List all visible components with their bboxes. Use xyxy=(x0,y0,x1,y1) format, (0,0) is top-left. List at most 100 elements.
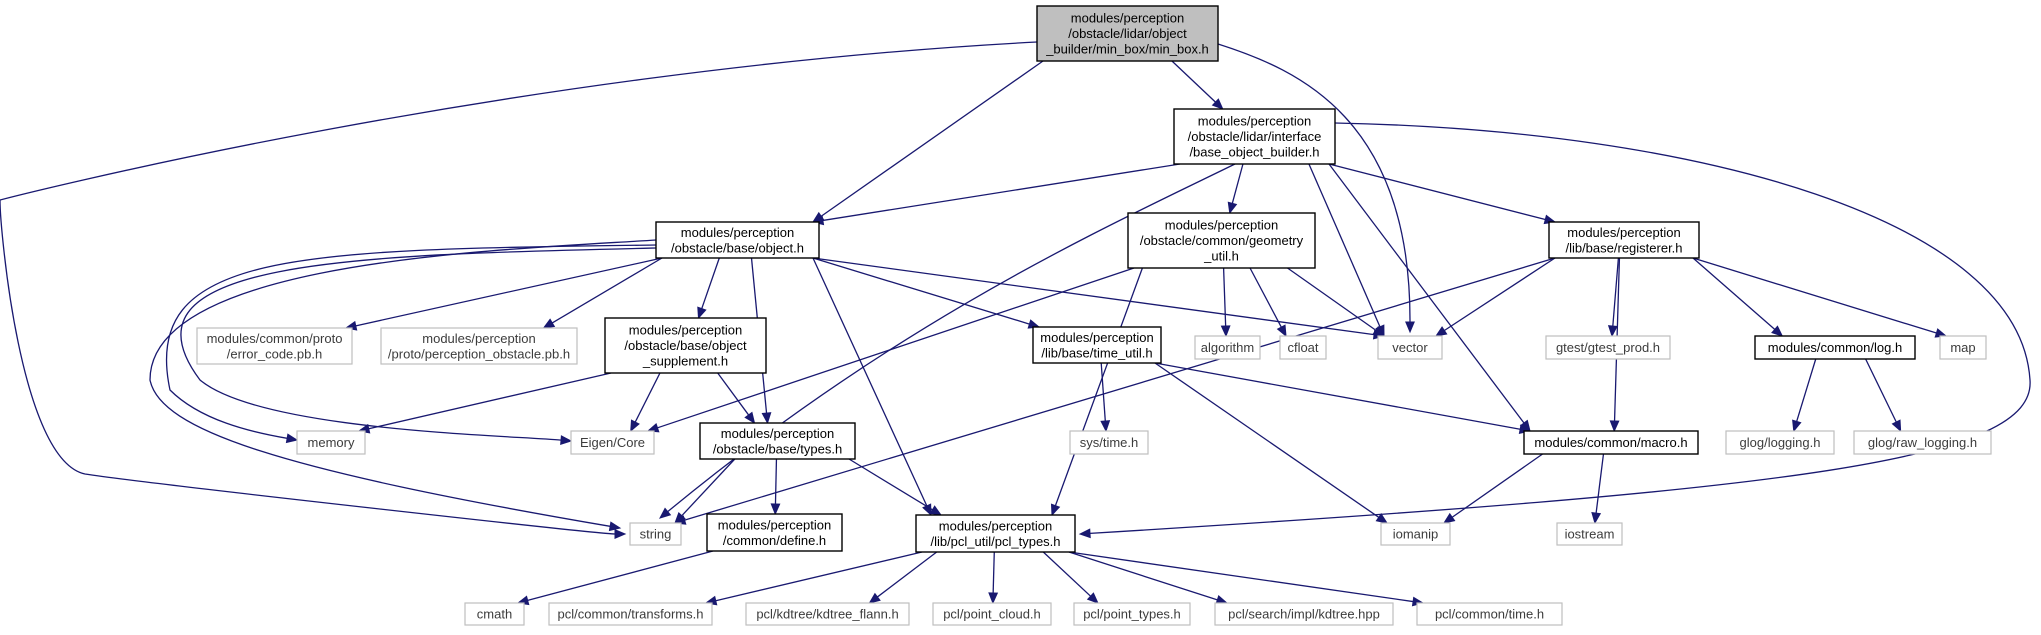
node-min-box[interactable]: modules/perception/obstacle/lidar/object… xyxy=(1036,5,1219,62)
arrowhead-registerer-to-log xyxy=(1771,325,1784,337)
node-object[interactable]: modules/perception/obstacle/base/object.… xyxy=(655,221,820,259)
arrowhead-registerer-to-vector xyxy=(1434,326,1448,337)
arrowhead-types-to-pcl_types xyxy=(929,505,943,516)
arrowhead-min_box-to-string xyxy=(614,529,627,539)
node-glog-raw-logging: glog/raw_logging.h xyxy=(1853,430,1992,455)
arrowhead-registerer-to-gtest_prod xyxy=(1607,325,1618,338)
node-label-line: modules/common/proto xyxy=(207,331,343,346)
edge-registerer-to-vector xyxy=(1444,257,1556,332)
node-object-supplement[interactable]: modules/perception/obstacle/base/object_… xyxy=(604,317,767,374)
node-label-line: Eigen/Core xyxy=(580,435,645,450)
arrowhead-geometry_util-to-pcl_types xyxy=(1050,503,1061,517)
node-log[interactable]: modules/common/log.h xyxy=(1754,335,1916,360)
arrowhead-base_object_builder-to-pcl_types xyxy=(1078,528,1091,539)
node-label-line: iostream xyxy=(1565,527,1615,542)
node-label-line: iomanip xyxy=(1393,527,1439,542)
node-label-line: modules/perception xyxy=(939,518,1052,533)
edge-object-to-perception_obstacle xyxy=(551,257,663,324)
edge-object_supplement-to-eigen_core xyxy=(634,372,661,423)
node-label-line: cmath xyxy=(477,607,512,622)
node-kdtree-hpp: pcl/search/impl/kdtree.hpp xyxy=(1214,602,1394,626)
node-label-line: /obstacle/lidar/interface xyxy=(1188,129,1322,144)
arrowhead-macro-to-iostream xyxy=(1591,511,1602,525)
node-label-line: _supplement.h xyxy=(642,354,728,369)
node-box xyxy=(548,602,713,626)
node-define[interactable]: modules/perception/common/define.h xyxy=(706,513,843,552)
node-pcl-types[interactable]: modules/perception/lib/pcl_util/pcl_type… xyxy=(915,514,1076,553)
node-label-line: /obstacle/base/object xyxy=(624,338,747,353)
node-point-types: pcl/point_types.h xyxy=(1073,602,1191,626)
node-label-line: cfloat xyxy=(1287,340,1318,355)
node-string: string xyxy=(629,522,682,546)
arrowhead-object-to-types xyxy=(761,412,772,425)
edge-base_object_builder-to-registerer xyxy=(1328,163,1546,221)
edge-base_object_builder-to-macro xyxy=(1328,163,1525,424)
arrowhead-min_box-to-vector xyxy=(1405,321,1415,334)
node-base-object-builder[interactable]: modules/perception/obstacle/lidar/interf… xyxy=(1173,108,1336,165)
node-point-cloud: pcl/point_cloud.h xyxy=(932,602,1052,626)
node-label-line: pcl/search/impl/kdtree.hpp xyxy=(1228,607,1380,622)
node-registerer[interactable]: modules/perception/lib/base/registerer.h xyxy=(1548,221,1700,259)
edge-geometry_util-to-algorithm xyxy=(1222,267,1227,327)
arrowhead-pcl_types-to-point_types xyxy=(1086,592,1099,604)
node-box xyxy=(1548,221,1700,259)
node-box xyxy=(745,602,910,626)
node-label-line: algorithm xyxy=(1201,340,1254,355)
node-label-line: map xyxy=(1950,340,1975,355)
node-macro[interactable]: modules/common/macro.h xyxy=(1523,430,1699,455)
arrowhead-log-to-glog_logging xyxy=(1792,419,1802,433)
node-label-line: glog/logging.h xyxy=(1740,435,1821,450)
edge-geometry_util-to-eigen_core xyxy=(657,267,1135,429)
arrowhead-min_box-to-base_object_builder xyxy=(1211,98,1224,110)
edge-layer xyxy=(0,41,2031,607)
edge-min_box-to-base_object_builder xyxy=(1171,60,1216,103)
node-box xyxy=(932,602,1052,626)
node-box xyxy=(706,513,843,552)
node-label-line: string xyxy=(640,527,672,542)
node-box xyxy=(1725,430,1835,455)
node-label-line: /obstacle/base/object.h xyxy=(671,240,804,255)
node-box xyxy=(1939,335,1987,360)
node-label-line: _util.h xyxy=(1203,249,1239,264)
node-cmath: cmath xyxy=(464,602,525,626)
arrowhead-object_supplement-to-types xyxy=(744,411,756,425)
node-box xyxy=(1069,430,1149,455)
node-label-line: pcl/kdtree/kdtree_flann.h xyxy=(756,607,898,622)
node-algorithm: algorithm xyxy=(1194,335,1261,360)
node-label-line: pcl/point_types.h xyxy=(1083,607,1181,622)
edge-object_supplement-to-memory xyxy=(368,372,612,430)
arrowhead-pcl_types-to-kdtree_flann xyxy=(868,592,881,604)
edge-min_box-to-vector xyxy=(1217,43,1411,325)
node-box xyxy=(604,317,767,374)
node-glog-logging: glog/logging.h xyxy=(1725,430,1835,455)
arrowhead-geometry_util-to-vector xyxy=(1372,325,1386,337)
node-label-line: modules/perception xyxy=(721,426,834,441)
edge-registerer-to-log xyxy=(1692,257,1776,330)
node-geometry-util[interactable]: modules/perception/obstacle/common/geome… xyxy=(1127,212,1316,269)
node-cfloat: cfloat xyxy=(1279,335,1327,360)
node-box xyxy=(296,430,366,455)
node-time-util[interactable]: modules/perception/lib/base/time_util.h xyxy=(1032,326,1162,364)
node-memory: memory xyxy=(296,430,366,455)
node-box xyxy=(1523,430,1699,455)
node-box xyxy=(1173,108,1336,165)
node-box xyxy=(380,327,578,365)
node-box xyxy=(915,514,1076,553)
edge-time_util-to-macro xyxy=(1154,362,1521,430)
node-types[interactable]: modules/perception/obstacle/base/types.h xyxy=(699,422,856,460)
node-label-line: modules/perception xyxy=(422,331,535,346)
node-box xyxy=(1032,326,1162,364)
arrowhead-time_util-to-iomanip xyxy=(1375,512,1389,524)
node-label-line: pcl/point_cloud.h xyxy=(943,607,1041,622)
node-box xyxy=(1380,522,1451,546)
arrowhead-object-to-memory xyxy=(285,433,299,444)
node-error-code: modules/common/proto/error_code.pb.h xyxy=(196,327,353,365)
arrowhead-types-to-define xyxy=(770,503,781,516)
edge-object-to-string xyxy=(149,239,657,527)
node-box xyxy=(1556,522,1623,546)
edge-types-to-string xyxy=(681,458,736,517)
node-box xyxy=(1545,335,1671,360)
node-label-line: modules/perception xyxy=(718,517,831,532)
node-label-line: modules/perception xyxy=(1040,330,1153,345)
